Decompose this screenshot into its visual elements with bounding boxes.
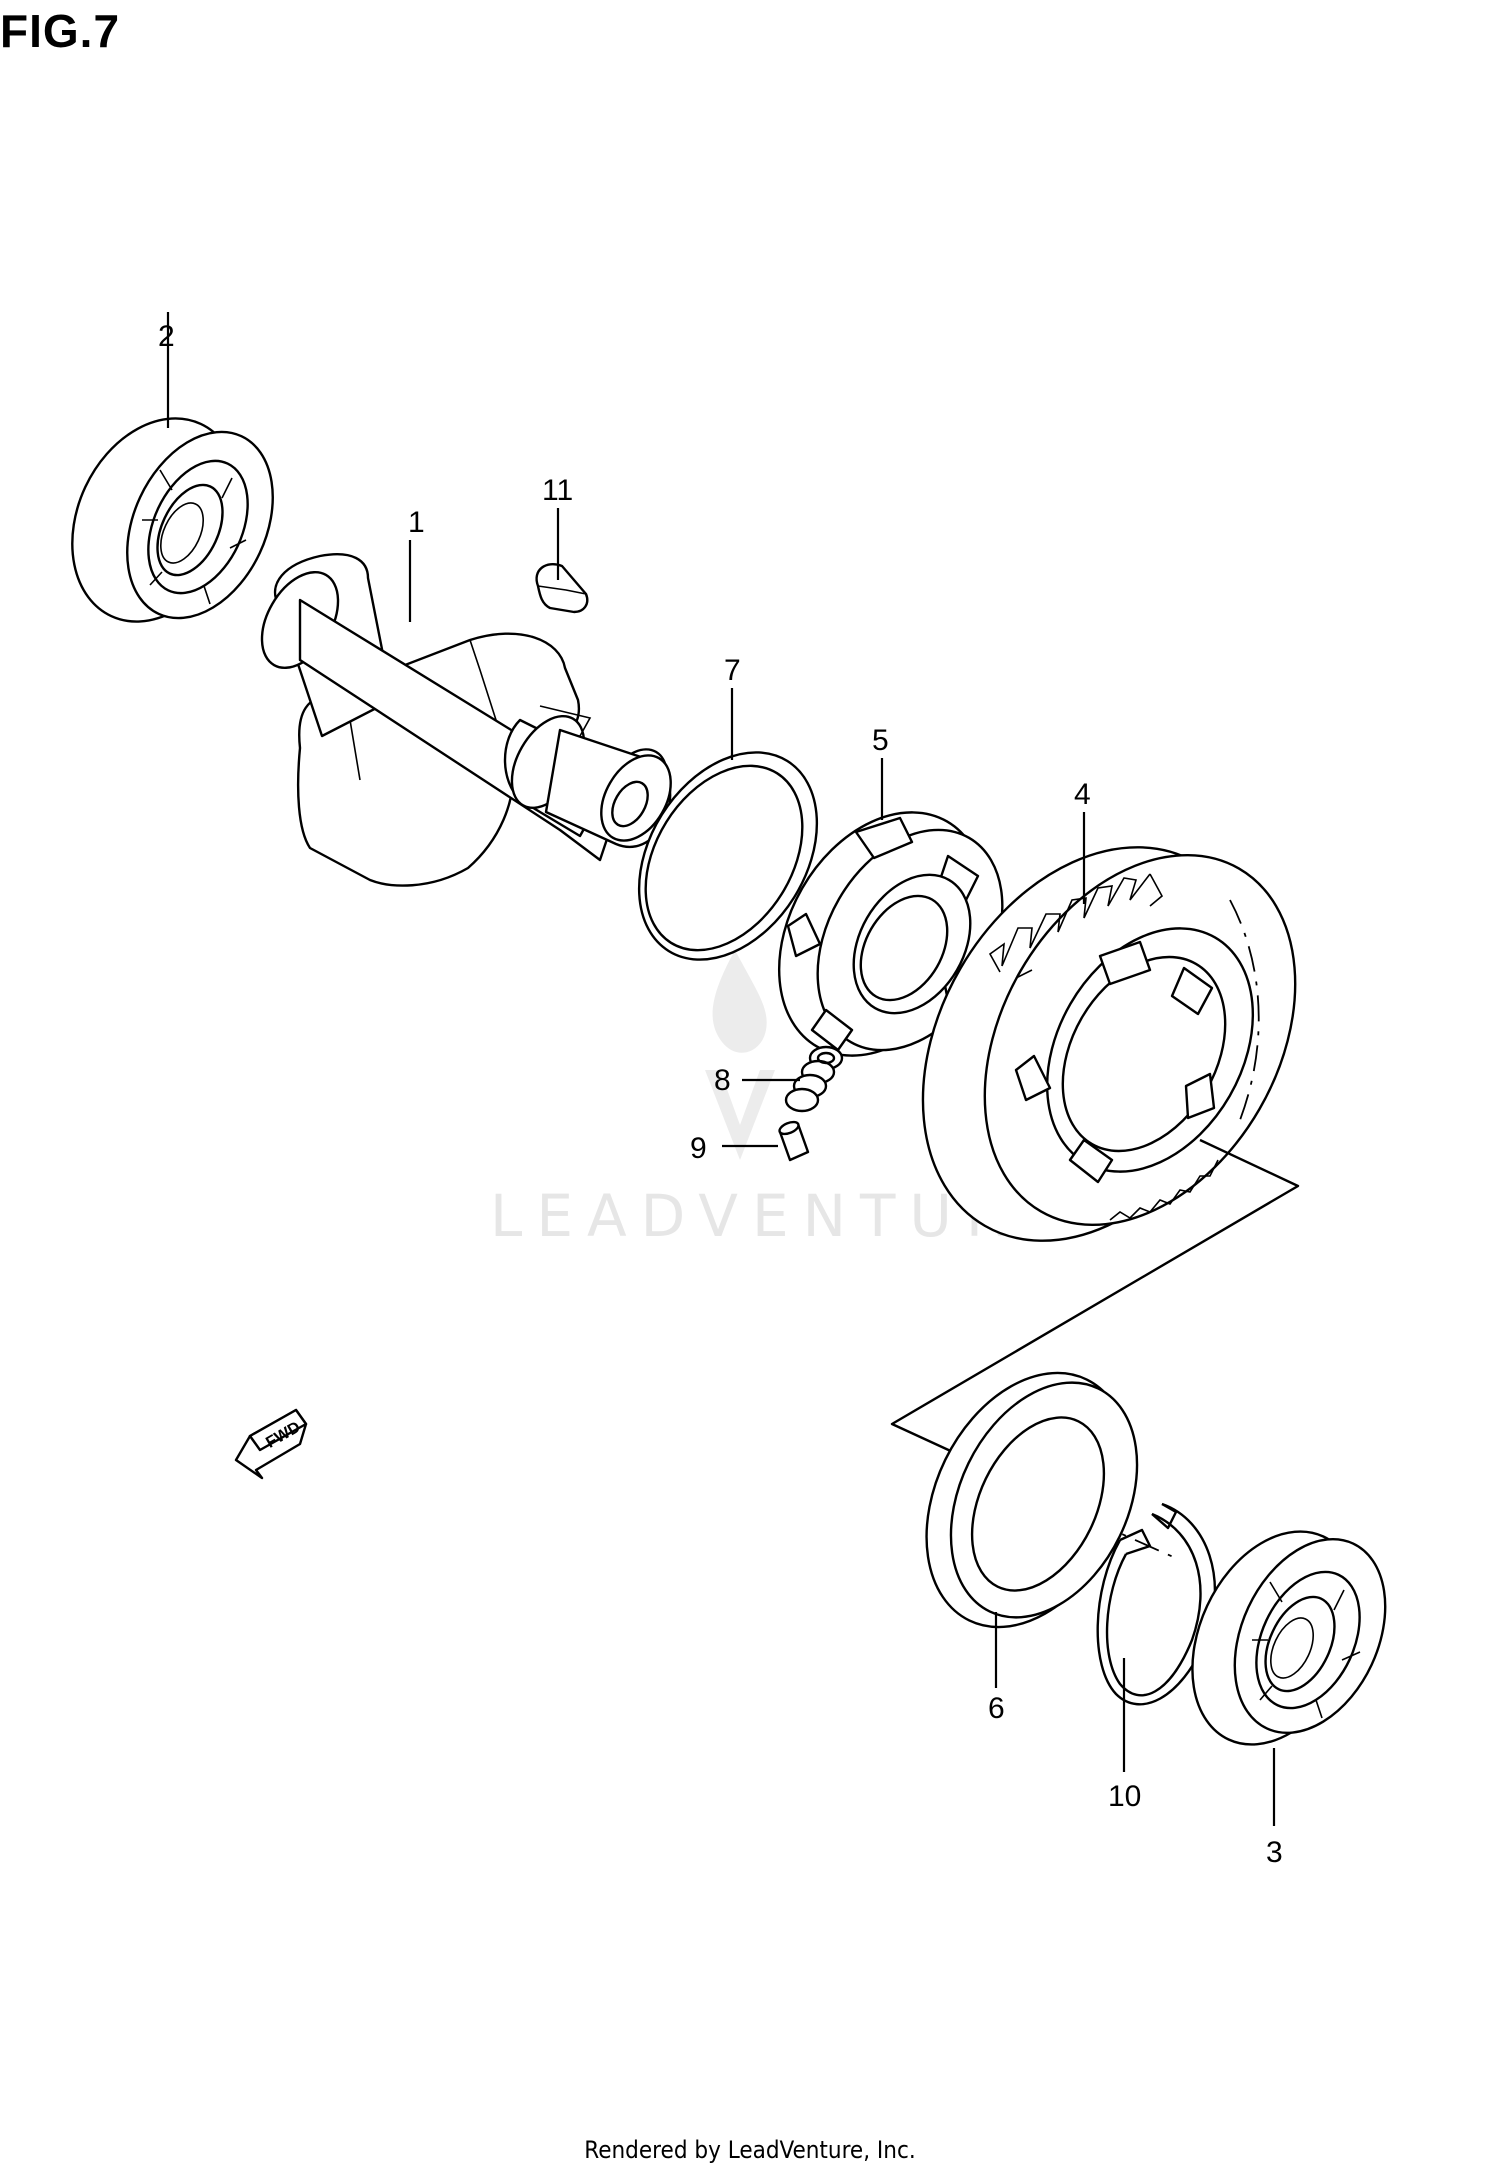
callout-7[interactable]: 7 [724, 654, 741, 687]
woodruff-key[interactable] [535, 563, 589, 614]
callout-labels: 1 2 3 4 5 6 7 8 9 10 11 [158, 320, 1283, 1869]
callout-10[interactable]: 10 [1108, 1780, 1141, 1813]
spring[interactable] [784, 1045, 844, 1113]
balancer-shaft[interactable] [246, 553, 685, 887]
figure-title: FIG.7 [0, 5, 121, 57]
callout-5[interactable]: 5 [872, 724, 889, 757]
callout-8[interactable]: 8 [714, 1064, 731, 1097]
washer[interactable] [887, 1339, 1174, 1661]
callout-6[interactable]: 6 [988, 1692, 1005, 1725]
fwd-marker: FWD [234, 1408, 308, 1480]
callout-1[interactable]: 1 [408, 506, 425, 539]
callout-9[interactable]: 9 [690, 1132, 707, 1165]
bearing-left[interactable] [41, 391, 302, 649]
o-ring[interactable] [603, 720, 854, 993]
watermark-chevron-icon [705, 1070, 775, 1160]
watermark-flame-icon [712, 950, 767, 1053]
callout-2[interactable]: 2 [158, 320, 175, 353]
callout-11[interactable]: 11 [542, 474, 573, 507]
bearing-right[interactable] [1160, 1504, 1415, 1771]
callout-4[interactable]: 4 [1074, 778, 1091, 811]
watermark: LEADVENTURE [490, 950, 1057, 1250]
circlip[interactable] [1096, 1502, 1217, 1706]
render-credit: Rendered by LeadVenture, Inc. [584, 2136, 916, 2164]
callout-leaders [166, 312, 1276, 1826]
pin[interactable] [778, 1120, 810, 1162]
balancer-gear[interactable] [855, 787, 1358, 1301]
callout-3[interactable]: 3 [1266, 1836, 1283, 1869]
gear-hub[interactable] [737, 775, 1040, 1092]
